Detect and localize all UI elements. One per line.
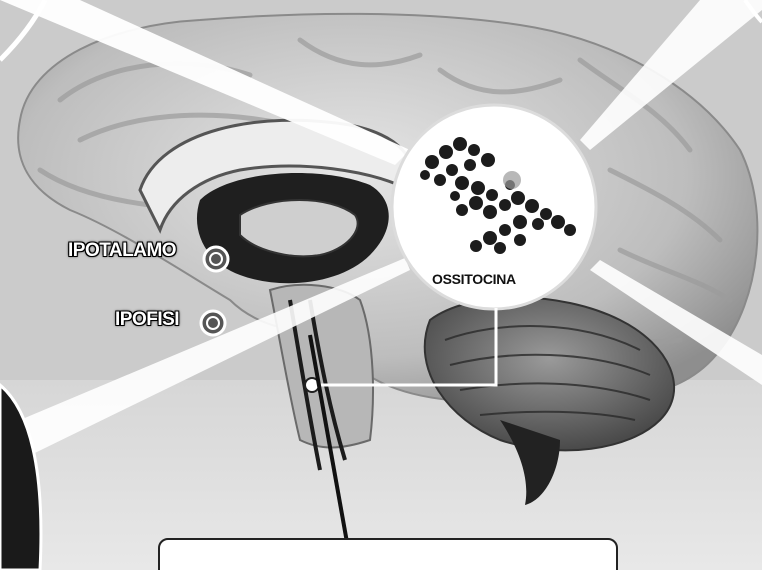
bottom-text-box bbox=[158, 538, 618, 570]
label-pituitary: IPOFISI bbox=[115, 309, 179, 331]
ring-marker-icon bbox=[204, 247, 228, 271]
label-oxytocin: OSSITOCINA bbox=[432, 271, 516, 287]
label-hypothalamus: IPOTALAMO bbox=[68, 240, 176, 262]
ring-marker-icon bbox=[201, 311, 225, 335]
